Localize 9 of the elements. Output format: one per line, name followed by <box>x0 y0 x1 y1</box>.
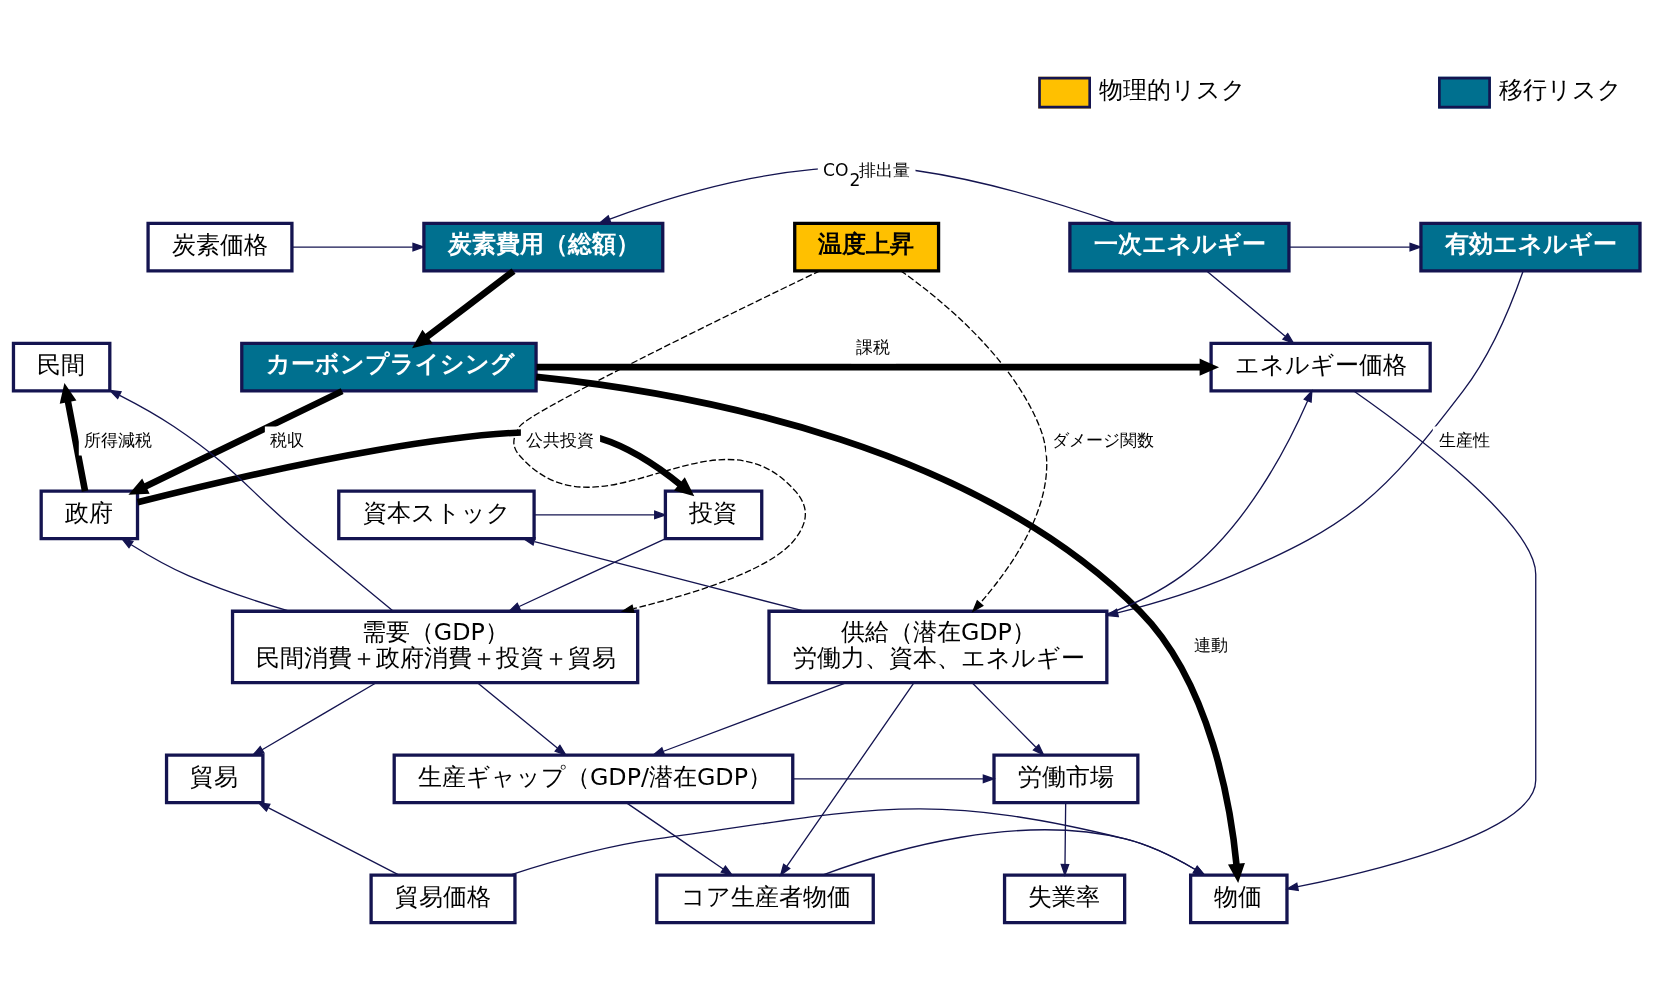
edge-label: 公共投資 <box>526 429 595 450</box>
legend-label: 移行リスク <box>1498 75 1622 104</box>
edge-label: ダメージ関数 <box>1052 429 1155 450</box>
edge-label: 所得減税 <box>84 429 153 450</box>
edge-label: 税収 <box>270 429 305 450</box>
edge-label: 生産性 <box>1438 429 1490 450</box>
legend-label: 物理的リスク <box>1098 75 1246 104</box>
edge-label: 課税 <box>856 336 891 357</box>
edge-label: 連動 <box>1193 634 1228 655</box>
